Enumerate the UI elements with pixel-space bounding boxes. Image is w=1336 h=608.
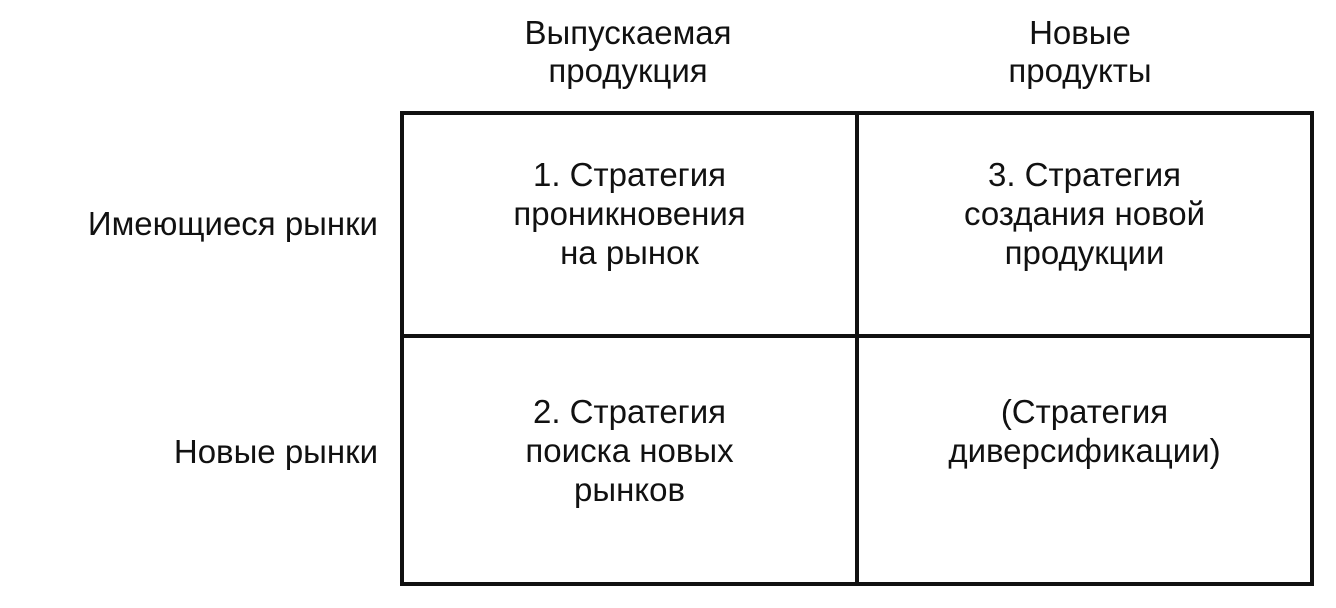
column-header-new-products: Новые продукты: [1008, 14, 1152, 89]
cell-market-development-strategy: 2. Стратегия поиска новых рынков: [525, 393, 734, 508]
strategy-matrix: 1. Стратегия проникновения на рынок 3. С…: [400, 111, 1314, 586]
row-header-existing-markets: Имеющиеся рынки: [87, 205, 378, 242]
row-header-new-markets: Новые рынки: [173, 433, 378, 470]
cell-market-penetration-strategy: 1. Стратегия проникновения на рынок: [513, 156, 746, 271]
matrix-vertical-divider: [855, 115, 859, 582]
matrix-horizontal-divider: [404, 334, 1310, 338]
cell-diversification-strategy: (Стратегия диверсификации): [948, 393, 1221, 469]
column-header-current-products: Выпускаемая продукция: [524, 14, 732, 89]
cell-product-development-strategy: 3. Стратегия создания новой продукции: [963, 156, 1206, 271]
